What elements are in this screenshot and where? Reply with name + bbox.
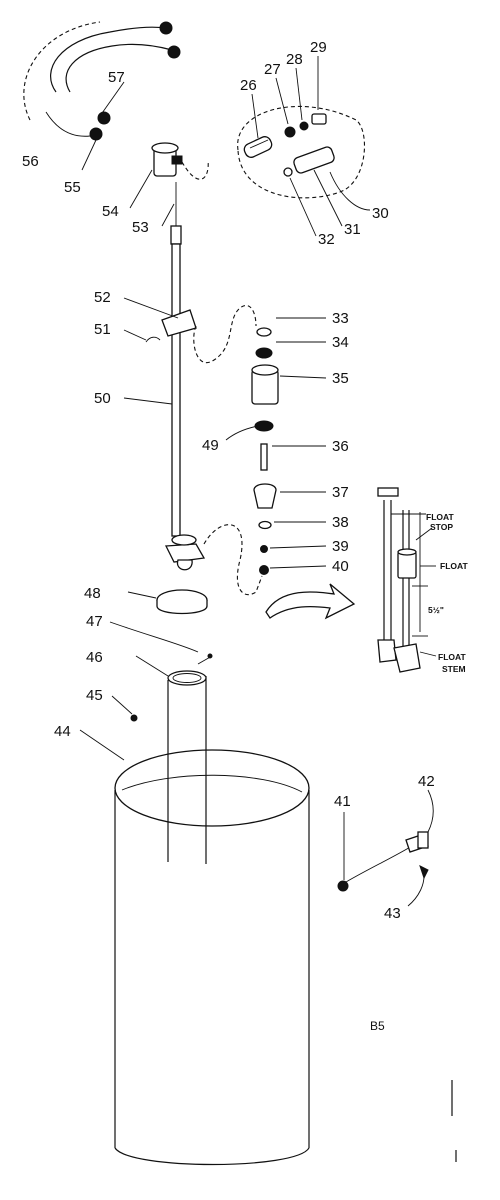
callout-36: 36 — [332, 438, 349, 455]
callout-48: 48 — [84, 585, 101, 602]
brine-tank — [79, 729, 310, 1166]
callout-56: 56 — [22, 153, 39, 170]
callout-44: 44 — [54, 723, 71, 740]
tube-nuts — [89, 111, 111, 141]
figure-label: B5 — [370, 1019, 385, 1033]
inset-label-dimension: 5½" — [428, 605, 444, 615]
callout-30: 30 — [372, 205, 389, 222]
grommet — [111, 695, 138, 722]
callout-50: 50 — [94, 390, 111, 407]
callout-41: 41 — [334, 793, 351, 810]
callout-28: 28 — [286, 51, 303, 68]
inset-label-float-stop-2: STOP — [430, 522, 453, 532]
valve-rod-assembly — [161, 182, 206, 571]
callout-47: 47 — [86, 613, 103, 630]
elbow-fitting — [129, 142, 183, 209]
dash-float-to-rod — [203, 524, 263, 596]
brine-well — [109, 621, 213, 864]
callout-37: 37 — [332, 484, 349, 501]
tube-end-fittings — [159, 21, 181, 59]
callout-29: 29 — [310, 39, 327, 56]
callout-55: 55 — [64, 179, 81, 196]
inset-label-float: FLOAT — [440, 561, 469, 571]
callout-35: 35 — [332, 370, 349, 387]
leaders-top-left — [45, 81, 125, 171]
float-cap — [127, 589, 208, 615]
leaders-valve — [251, 56, 371, 237]
callout-51: 51 — [94, 321, 111, 338]
callout-32: 32 — [318, 231, 335, 248]
leaders-rod — [123, 203, 179, 405]
crop-marks — [451, 1080, 457, 1162]
callout-54: 54 — [102, 203, 119, 220]
callout-38: 38 — [332, 514, 349, 531]
inset-label-float-stem-1: FLOAT — [438, 652, 467, 662]
inset-label-float-stop-1: FLOAT — [426, 512, 455, 522]
dash-rod-to-float — [193, 304, 257, 364]
callout-33: 33 — [332, 310, 349, 327]
callout-42: 42 — [418, 773, 435, 790]
callout-45: 45 — [86, 687, 103, 704]
callout-49: 49 — [202, 437, 219, 454]
valve-parts — [243, 113, 335, 177]
callout-39: 39 — [332, 538, 349, 555]
callout-27: 27 — [264, 61, 281, 78]
callout-46: 46 — [86, 649, 103, 666]
arrow-to-inset — [265, 583, 356, 620]
callout-57: 57 — [108, 69, 125, 86]
inset-float-detail — [377, 487, 437, 673]
inset-label-float-stem-2: STEM — [442, 664, 466, 674]
float-stack — [251, 327, 279, 575]
callout-34: 34 — [332, 334, 349, 351]
callout-43: 43 — [384, 905, 401, 922]
callout-31: 31 — [344, 221, 361, 238]
callout-26: 26 — [240, 77, 257, 94]
valve-parts-outline — [237, 105, 366, 199]
callout-52: 52 — [94, 289, 111, 306]
retainer-clip — [145, 336, 161, 343]
leaders-float — [225, 317, 327, 569]
overflow-fitting — [337, 789, 434, 907]
dash-elbow-to-valve — [181, 159, 209, 180]
brine-tube — [23, 21, 173, 121]
callout-53: 53 — [132, 219, 149, 236]
callout-40: 40 — [332, 558, 349, 575]
